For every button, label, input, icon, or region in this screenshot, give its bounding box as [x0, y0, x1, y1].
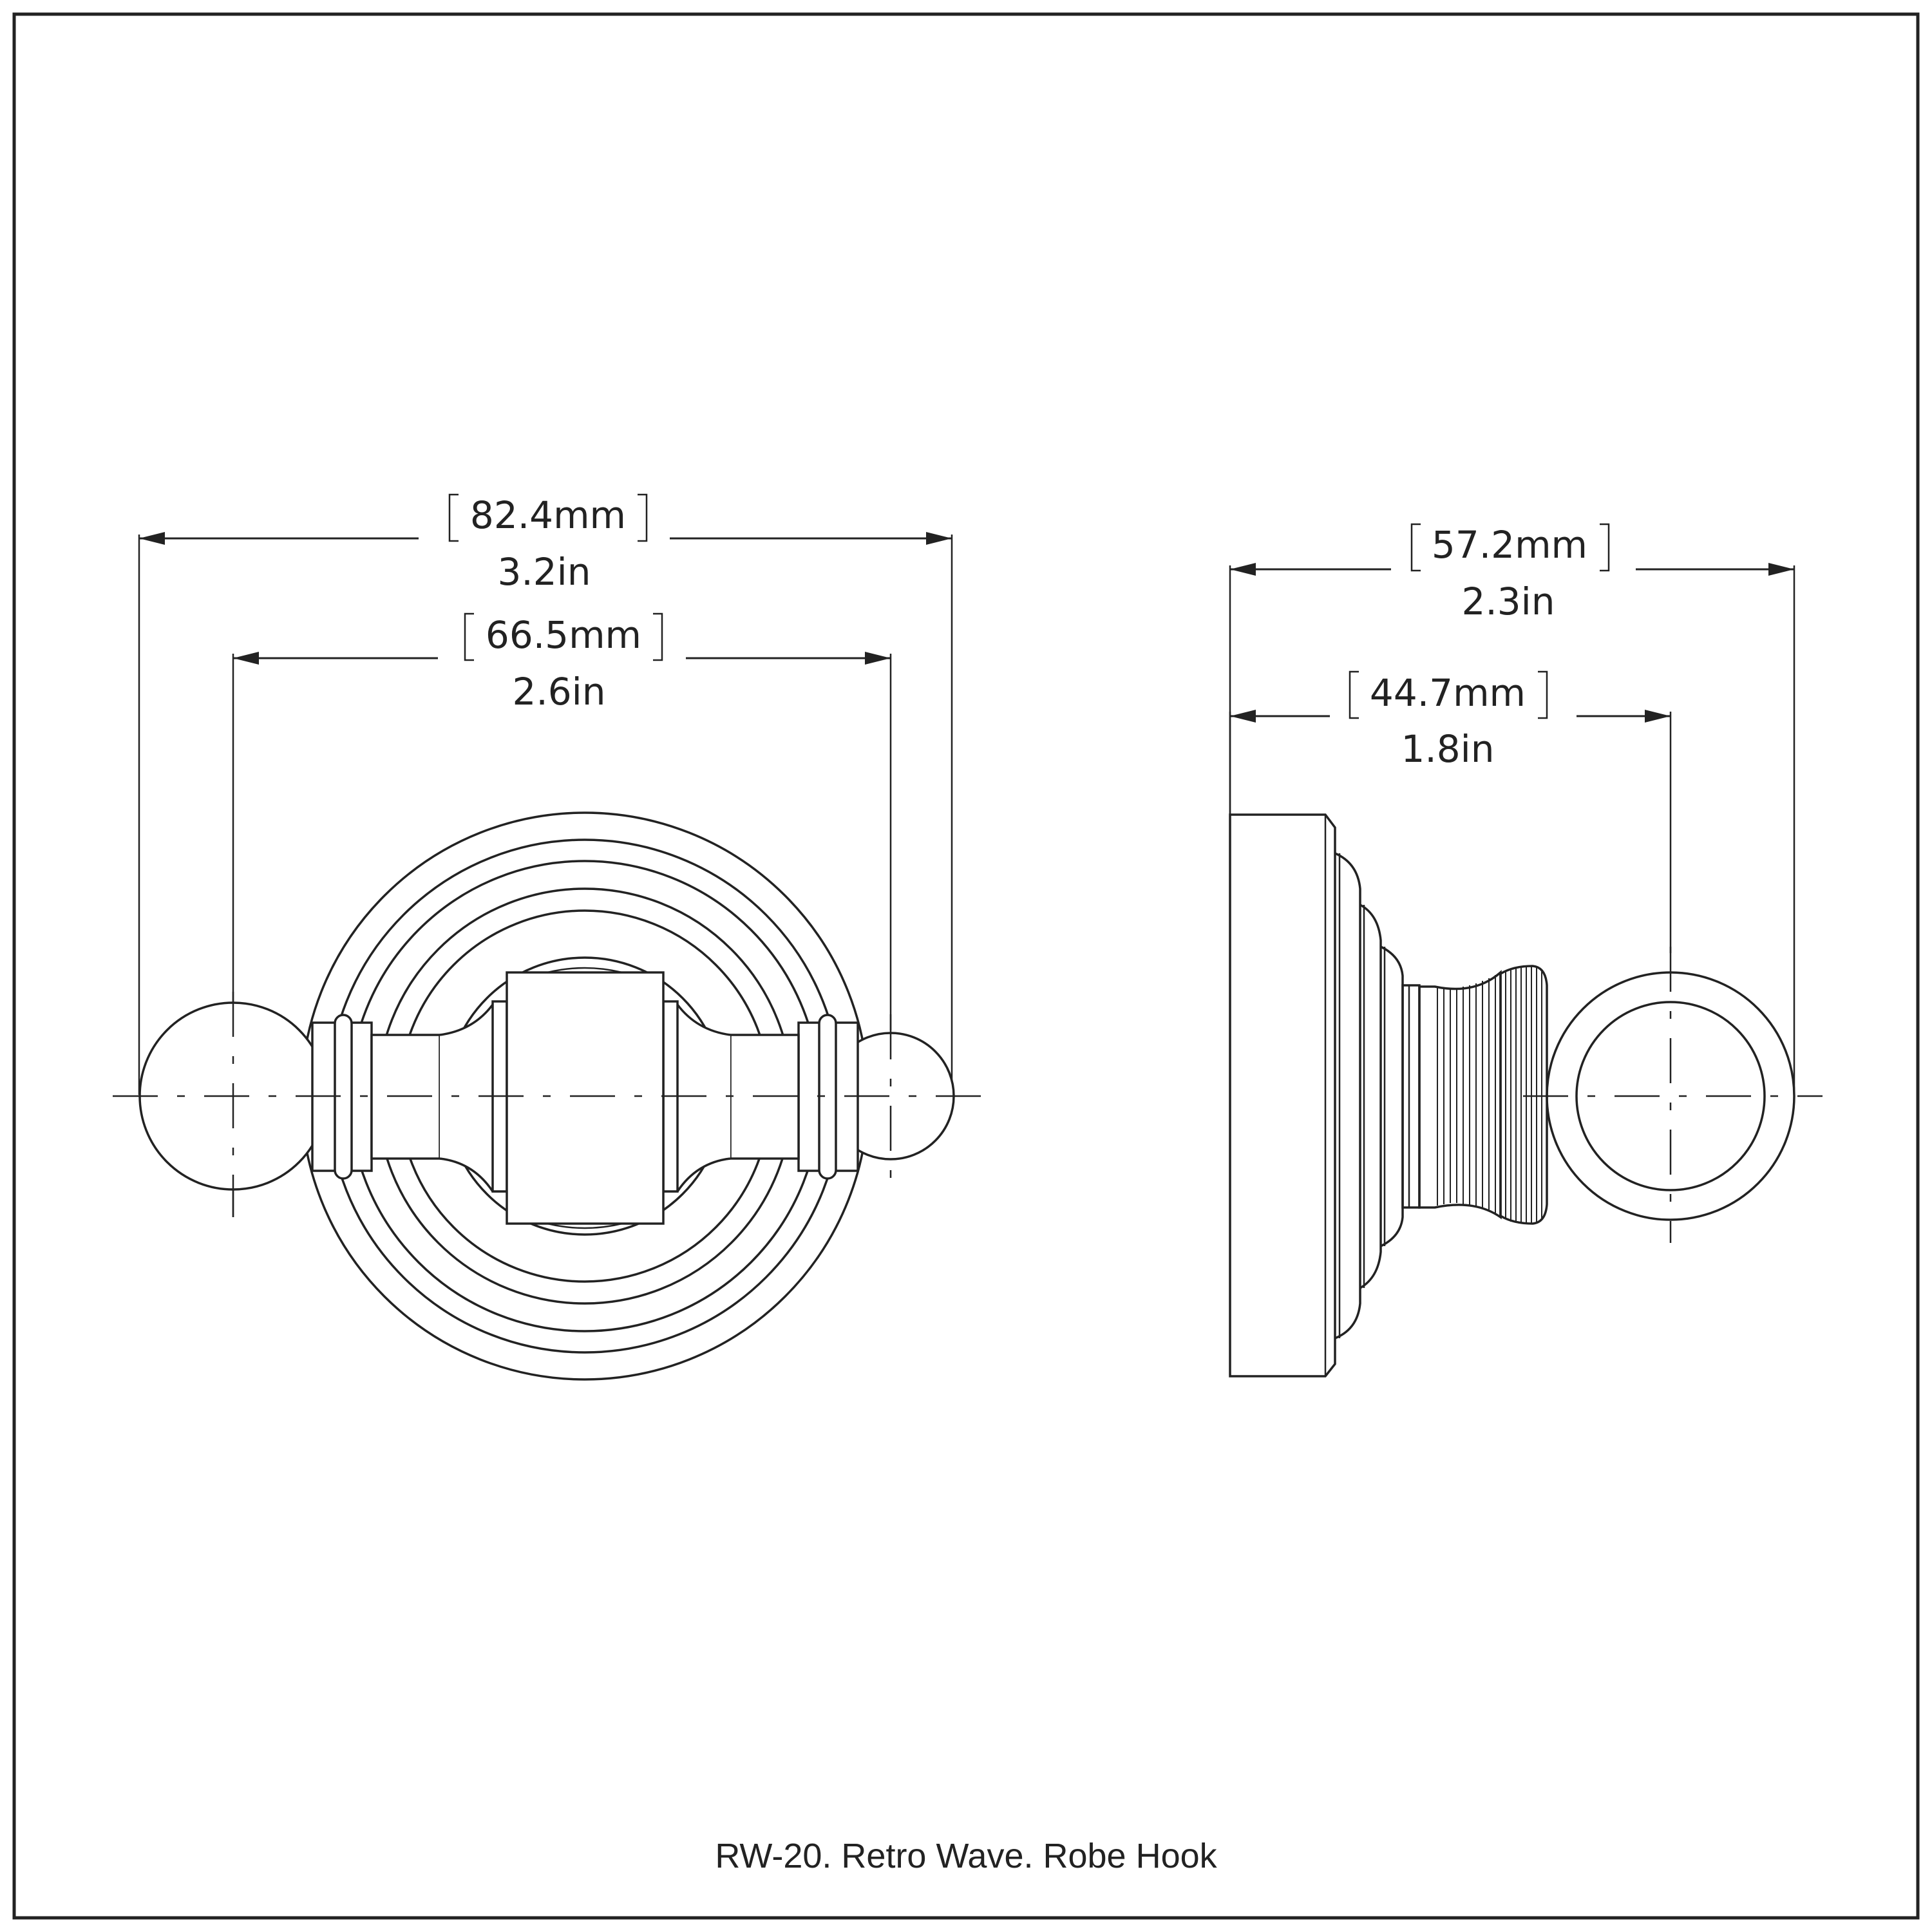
drawing-frame	[12, 12, 1920, 1920]
dim-depth-to-center-in: 1.8in	[1401, 727, 1494, 771]
dim-overall-depth-in: 2.3in	[1461, 580, 1555, 623]
ring-outer	[1546, 971, 1795, 1221]
dim-overall-width-mm: 82.4mm	[470, 493, 626, 537]
ring-inner	[1575, 1001, 1766, 1191]
dim-overall-depth-mm: 57.2mm	[1432, 523, 1587, 567]
knurled-cap	[1499, 965, 1548, 1225]
stepped-rings	[1334, 852, 1404, 1340]
front-view: 82.4mm 3.2in 66.5mm 2.6in	[113, 493, 982, 1381]
dim-overall-width: 82.4mm 3.2in	[138, 493, 953, 1095]
dim-overall-width-in: 3.2in	[497, 550, 591, 594]
dim-depth-to-center-mm: 44.7mm	[1370, 671, 1526, 715]
dim-center-to-center-in: 2.6in	[512, 670, 605, 714]
dim-center-to-center-mm: 66.5mm	[486, 613, 641, 657]
hook-arms	[311, 967, 859, 1229]
base-plate	[1229, 813, 1336, 1378]
dim-overall-depth: 57.2mm 2.3in	[1229, 523, 1795, 1095]
drawing-caption: RW-20. Retro Wave. Robe Hook	[715, 1837, 1217, 1875]
center-block	[506, 971, 665, 1225]
dim-depth-to-center: 44.7mm 1.8in	[1229, 670, 1672, 953]
side-view: 57.2mm 2.3in 44.7mm 1.8in	[1229, 523, 1823, 1378]
